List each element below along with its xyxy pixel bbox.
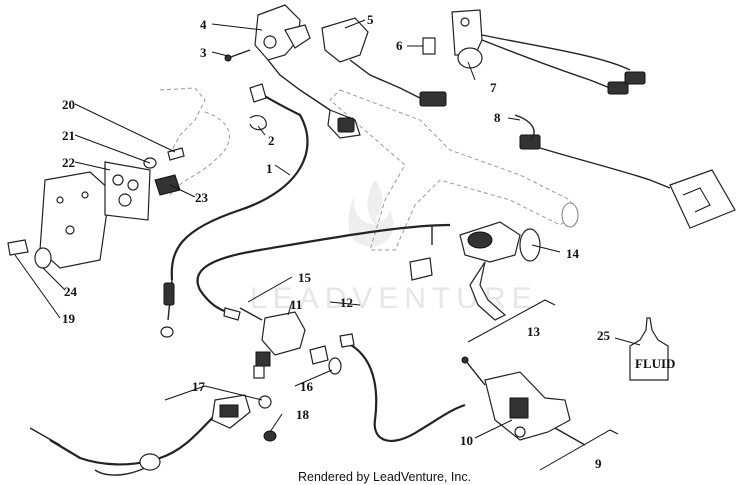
- callout-bracket-13: [467, 299, 556, 343]
- fitting-part: [309, 345, 342, 375]
- plate-part: [422, 37, 436, 55]
- lower-cable-part: [29, 394, 272, 476]
- callout-14: 14: [566, 246, 580, 261]
- mounting-panel-part: [7, 147, 185, 269]
- watermark-flame-icon: [348, 180, 394, 247]
- heater-switch-part: [451, 9, 646, 95]
- valve-part: [239, 307, 306, 379]
- callout-12: 12: [340, 295, 353, 310]
- handlebar-outline: [329, 89, 579, 251]
- callout-2: 2: [268, 133, 275, 148]
- callout-13: 13: [527, 324, 541, 339]
- callout-10: 10: [460, 433, 473, 448]
- washer-part: [263, 430, 277, 442]
- callout-21: 21: [62, 128, 75, 143]
- callout-1: 1: [266, 161, 273, 176]
- callout-18: 18: [296, 407, 310, 422]
- callout-16: 16: [300, 379, 314, 394]
- fluid-bottle-part: FLUID: [629, 317, 675, 381]
- throttle-assembly-outline: [159, 87, 230, 196]
- callout-19: 19: [62, 311, 76, 326]
- callout-6: 6: [396, 38, 403, 53]
- callout-bracket-9: [539, 429, 619, 471]
- callout-22: 22: [62, 155, 75, 170]
- throttle-cable-part: [160, 83, 309, 338]
- callout-9: 9: [595, 456, 602, 471]
- footer-credit: Rendered by LeadVenture, Inc.: [298, 470, 471, 484]
- leader-lines: [14, 19, 641, 439]
- fluid-label: FLUID: [635, 356, 675, 371]
- clip-part: [249, 114, 267, 131]
- brake-caliper-part: [461, 356, 586, 446]
- callout-24: 24: [64, 284, 78, 299]
- brake-lever-part: [409, 221, 541, 321]
- callout-20: 20: [62, 97, 75, 112]
- callout-17: 17: [192, 379, 206, 394]
- callout-23: 23: [195, 190, 209, 205]
- callout-25: 25: [597, 328, 611, 343]
- grip-heater-part: [514, 114, 736, 229]
- callout-7: 7: [490, 80, 497, 95]
- switch-housing-part: [254, 4, 361, 139]
- callout-11: 11: [290, 297, 302, 312]
- callout-15: 15: [298, 270, 312, 285]
- callout-8: 8: [494, 110, 501, 125]
- callout-3: 3: [200, 45, 207, 60]
- brake-line-part: [196, 223, 466, 442]
- callout-5: 5: [367, 12, 374, 27]
- callout-4: 4: [200, 17, 207, 32]
- switch-part: [321, 17, 447, 107]
- screw-part: [224, 49, 251, 62]
